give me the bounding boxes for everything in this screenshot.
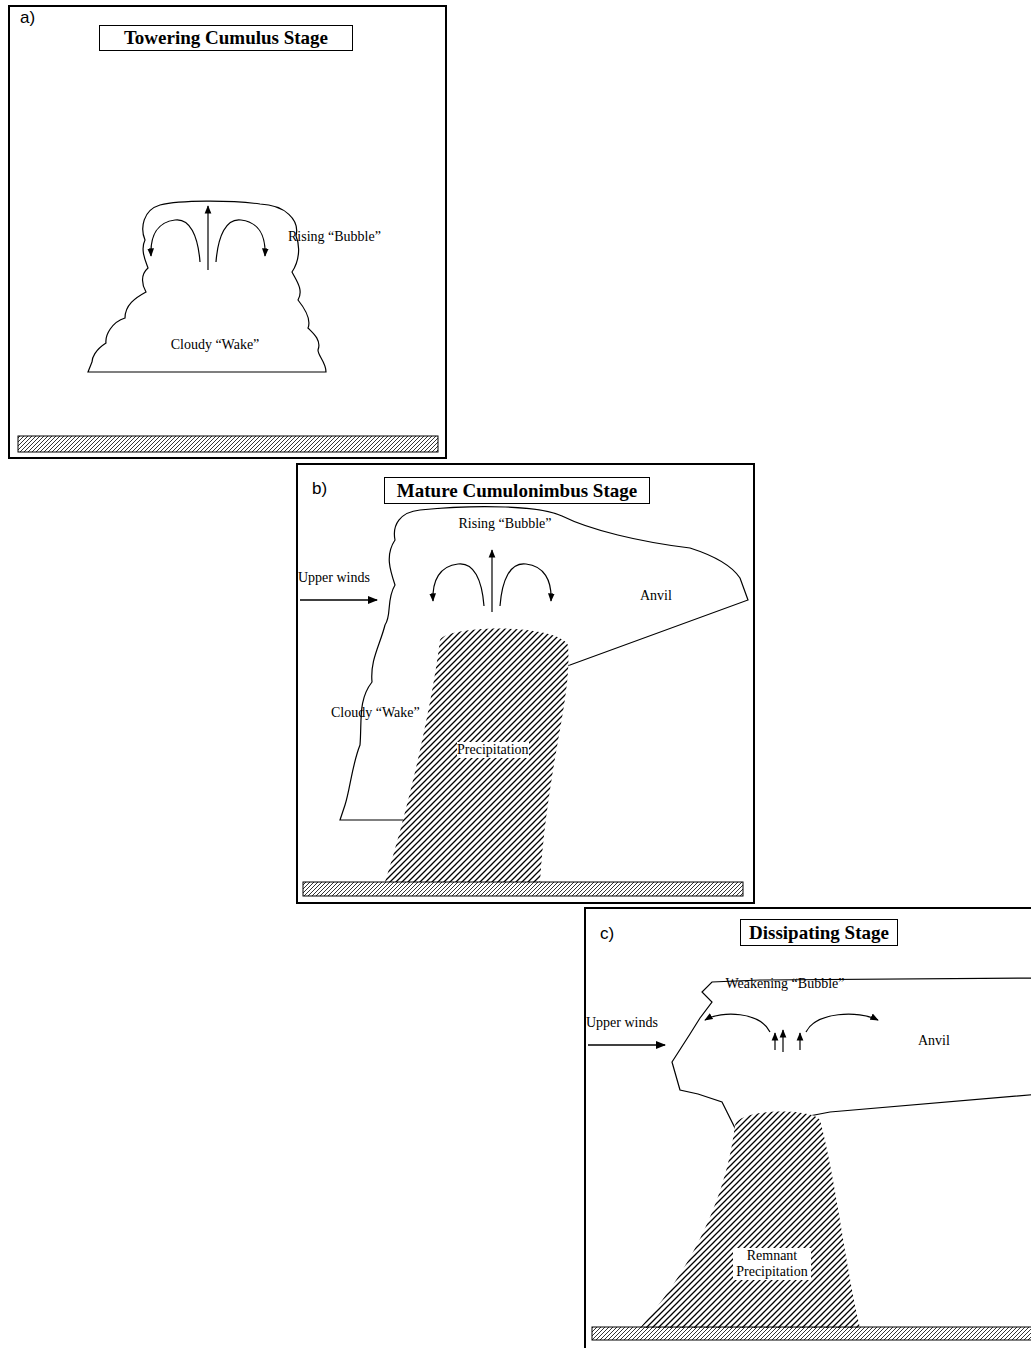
- updraft-arrow: [207, 206, 208, 270]
- stage-title: Mature Cumulonimbus Stage: [397, 480, 637, 502]
- precipitation-shaft-shape: [385, 629, 568, 882]
- cloud-part-label: Weakening “Bubble”: [700, 976, 870, 992]
- stage-title-box: Dissipating Stage: [740, 919, 898, 946]
- stage-panel: b) Mature Cumulonimbus StageRising “Bubbl…: [296, 463, 755, 904]
- wind-arrow: [300, 599, 377, 601]
- updraft-arrow: [782, 1030, 783, 1052]
- stage-title-box: Towering Cumulus Stage: [99, 25, 353, 51]
- circulation-arrow: [433, 564, 484, 606]
- precipitation-shaft-shape: [640, 1112, 860, 1328]
- circulation-arrow: [806, 1014, 878, 1032]
- ground-band: [592, 1327, 1031, 1340]
- cumulus-cloud: Cloudy “Wake”: [85, 198, 330, 376]
- stage-title: Towering Cumulus Stage: [124, 27, 328, 49]
- wind-arrow: [588, 1044, 665, 1046]
- stage-panel: c) Dissipating StageWeakening “Bubble” Anv…: [584, 907, 1031, 1348]
- updraft-arrow: [491, 550, 492, 612]
- cloud-part-label: Rising “Bubble”: [440, 516, 570, 532]
- wind-label: Upper winds: [298, 570, 393, 586]
- precipitation-label: Remnant Precipitation: [733, 1248, 811, 1280]
- ground-band: [18, 436, 1031, 1340]
- anvil-cloud: Weakening “Bubble” Anvil: [668, 975, 1031, 1135]
- ground-band: [18, 436, 438, 452]
- updraft-arrow: [799, 1033, 800, 1050]
- circulation-arrow: [500, 564, 551, 606]
- precipitation-shaft: Remnant Precipitation: [638, 1105, 863, 1330]
- wind-label: Upper winds: [586, 1015, 681, 1031]
- updraft-arrow: [774, 1033, 775, 1050]
- cloud-part-label: Anvil: [640, 588, 700, 604]
- precipitation-shaft-outline: [638, 1105, 863, 1330]
- circulation-arrow: [216, 220, 265, 262]
- wind-arrows: [300, 600, 665, 1045]
- precipitation-label: Precipitation: [457, 742, 529, 758]
- bubble-label: Rising “Bubble”: [288, 229, 418, 245]
- ground-band: [303, 882, 743, 896]
- panel-letter: a): [20, 8, 60, 28]
- cloud-part-label: Cloudy “Wake”: [150, 337, 280, 353]
- cumulus-cloud-shape: [88, 201, 326, 372]
- circulation-arrow: [151, 220, 200, 262]
- panel-letter: c): [600, 924, 640, 944]
- anvil-cloud-outline: [668, 975, 1031, 1135]
- stage-panel: a) Towering Cumulus StageCloudy “Wake”: [8, 5, 447, 459]
- stage-title-box: Mature Cumulonimbus Stage: [384, 477, 650, 504]
- cloud-part-label: Cloudy “Wake”: [331, 705, 441, 721]
- circulation-arrows: [151, 206, 878, 1052]
- panel-letter: b): [312, 479, 352, 499]
- precipitation-shaft: Precipitation: [383, 622, 573, 884]
- anvil-cloud-shape: [672, 978, 1031, 1130]
- cloud-part-label: Anvil: [918, 1033, 978, 1049]
- stage-title: Dissipating Stage: [749, 922, 889, 944]
- circulation-arrow: [705, 1014, 770, 1032]
